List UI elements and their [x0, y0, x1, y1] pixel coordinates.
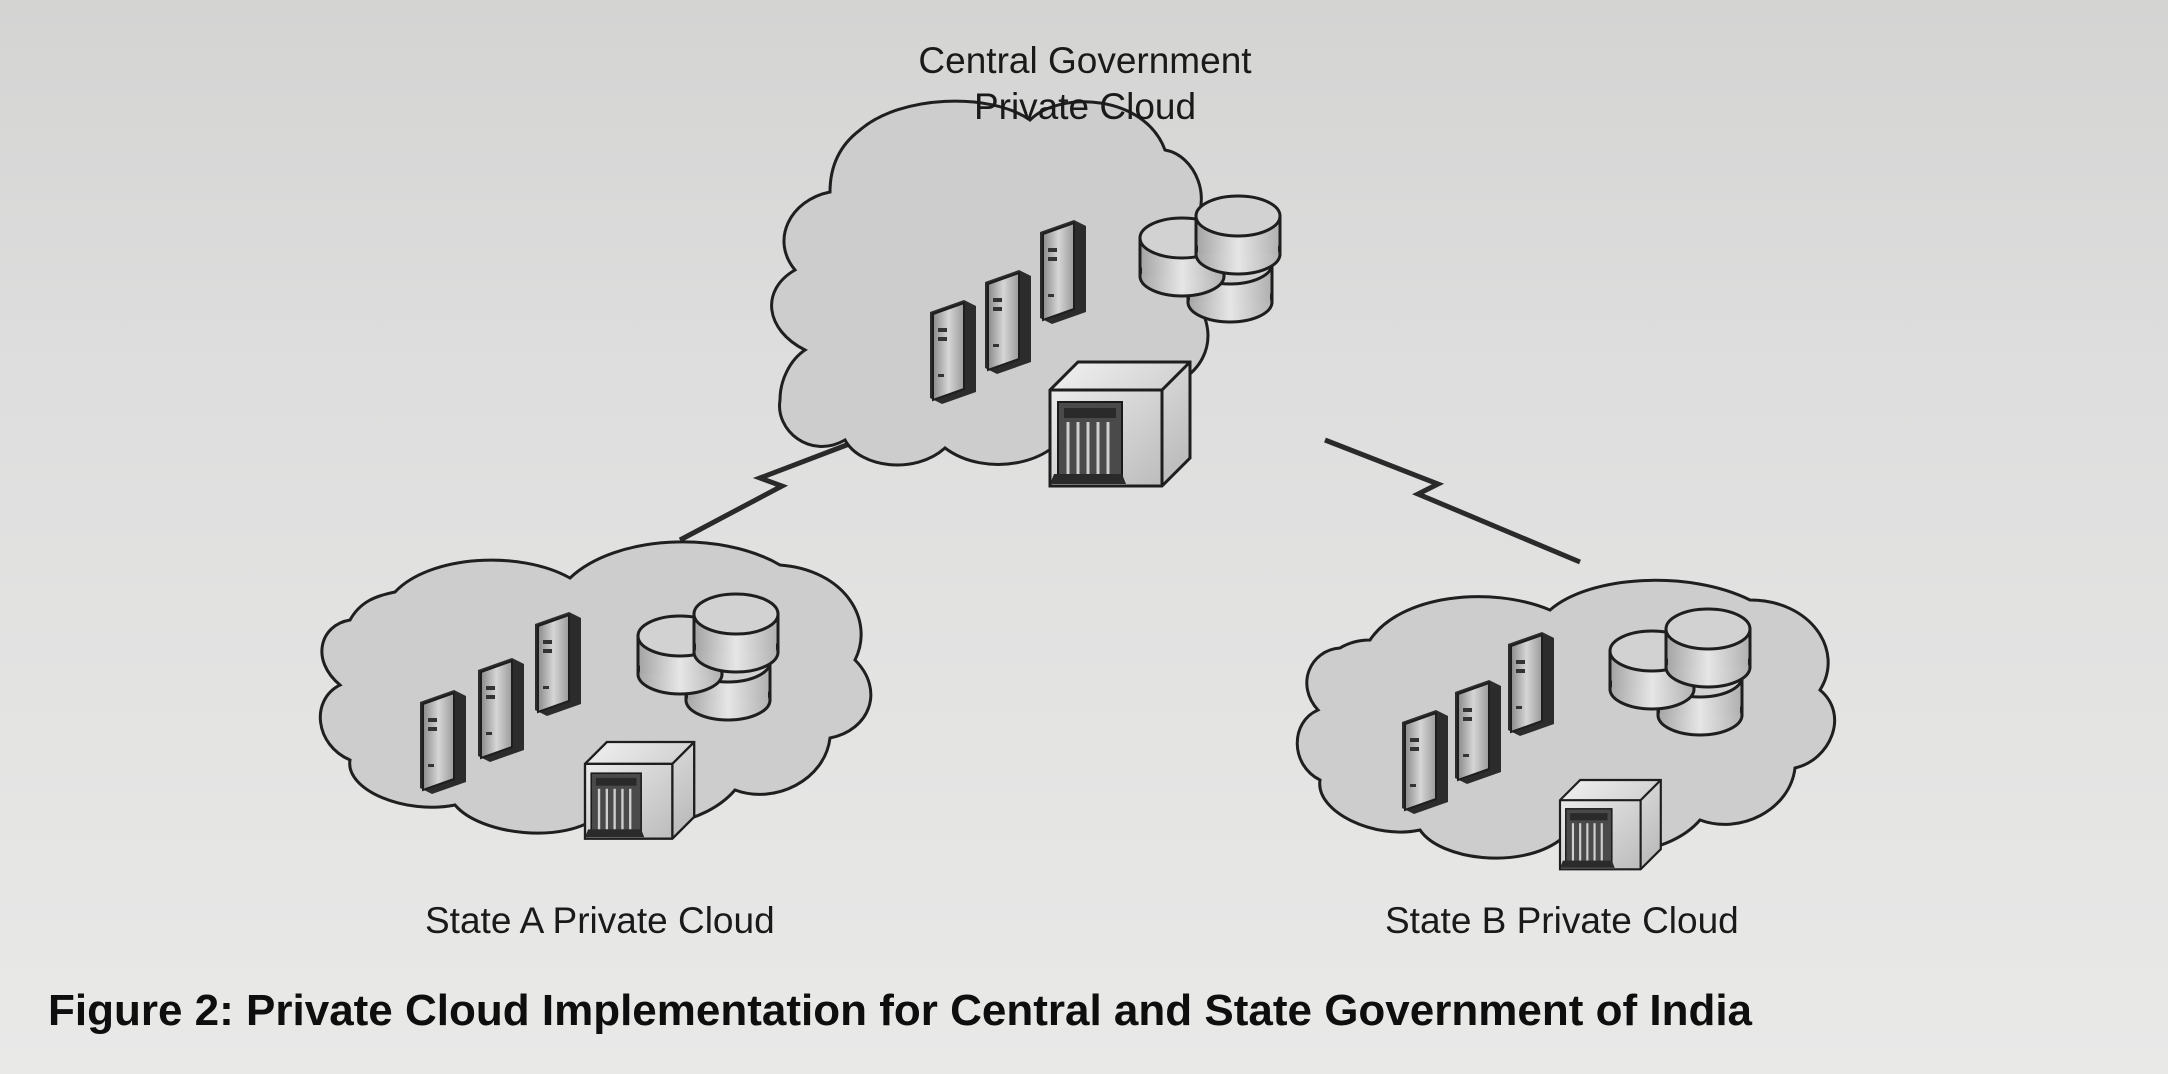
figure-caption: Figure 2: Private Cloud Implementation f…: [48, 986, 1753, 1035]
link-central-state-b: [1324, 437, 1581, 565]
state-b-cloud-label: State B Private Cloud: [1385, 900, 1739, 941]
central-cloud-label: Central Government Private Cloud: [800, 38, 1370, 130]
central-cloud-label-line1: Central Government: [918, 40, 1252, 81]
state-a-cloud-label: State A Private Cloud: [425, 900, 775, 941]
link-central-state-a: [678, 435, 866, 543]
state-a-gateway-icon: [583, 740, 696, 840]
central-cloud-label-line2: Private Cloud: [973, 86, 1197, 127]
central-gateway-icon: [1048, 360, 1192, 488]
state-b-gateway-icon: [1558, 778, 1662, 871]
